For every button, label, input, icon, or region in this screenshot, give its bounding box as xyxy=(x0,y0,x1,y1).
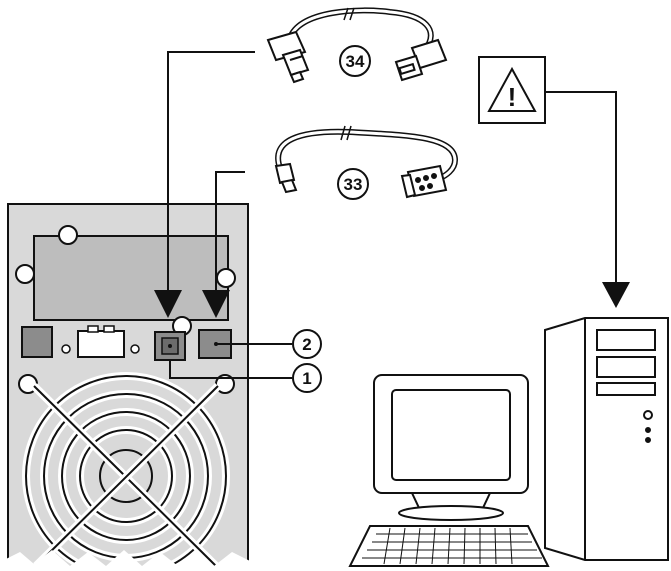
usb-a-plug xyxy=(394,38,448,82)
warning-triangle-icon: ! xyxy=(478,56,546,124)
callout-1: 1 xyxy=(169,360,322,393)
callout-34-label: 34 xyxy=(346,52,365,71)
computer-tower xyxy=(544,317,669,561)
callout-33: 33 xyxy=(337,168,369,200)
callout-2-label: 2 xyxy=(302,335,311,354)
terminal-block xyxy=(77,325,125,358)
ups-rear-panel xyxy=(4,203,252,571)
usb-b-plug xyxy=(266,30,310,84)
desktop-computer xyxy=(348,317,669,567)
callout-34: 34 xyxy=(339,45,371,77)
warning-symbol: ! xyxy=(508,82,517,112)
connection-lines xyxy=(154,51,630,318)
serial-plug-small xyxy=(274,162,298,194)
usb-port xyxy=(154,331,186,361)
callout-2: 2 xyxy=(216,329,322,359)
serial-cable xyxy=(274,125,459,199)
computer-keyboard xyxy=(348,525,550,567)
fan-grille xyxy=(22,372,230,571)
callout-1-label: 1 xyxy=(302,369,311,388)
callout-33-label: 33 xyxy=(344,175,363,194)
db9-connector xyxy=(400,164,448,199)
usb-cable xyxy=(266,7,448,84)
computer-monitor xyxy=(373,374,529,521)
